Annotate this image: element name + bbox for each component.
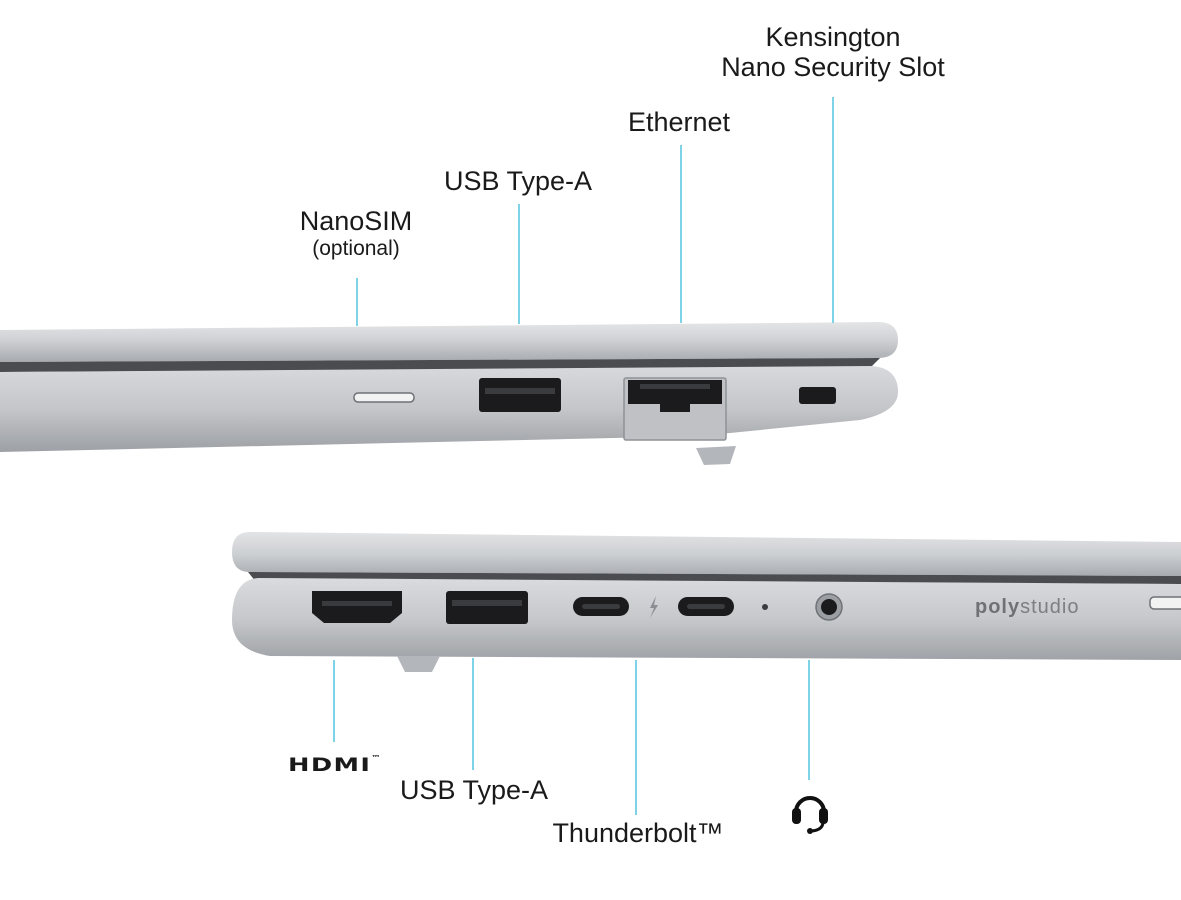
kensington-label: Kensington Nano Security Slot <box>700 22 966 82</box>
nanosim-leader-line <box>356 278 358 326</box>
usb-a-right-label: USB Type-A <box>443 166 593 196</box>
thunderbolt-label: Thunderbolt™ <box>552 818 724 848</box>
nanosim-label: NanoSIM (optional) <box>286 206 426 262</box>
status-led <box>762 604 768 610</box>
poly-studio-branding: polystudio <box>975 596 1080 619</box>
thunderbolt-bolt-icon <box>650 596 658 618</box>
usb-a-left-leader-line <box>472 658 474 770</box>
ethernet-leader-line <box>680 145 682 323</box>
poly-wordmark: poly <box>975 596 1021 618</box>
kensington-label-line2: Nano Security Slot <box>721 52 945 82</box>
laptop-right-side-view <box>0 322 898 465</box>
hdmi-logo: HDMI™ <box>288 754 382 776</box>
hdmi-port <box>312 591 402 623</box>
headset-icon <box>792 796 828 834</box>
nanosim-slot <box>353 392 415 403</box>
hdmi-logo-text: HDMI <box>288 754 372 776</box>
kensington-label-line1: Kensington <box>765 22 901 52</box>
thunderbolt-leader-line <box>635 660 637 815</box>
hdmi-leader-line <box>333 660 335 742</box>
nanosim-label-note: (optional) <box>312 237 400 260</box>
usb-a-port-left <box>446 591 528 624</box>
usb-a-right-leader-line <box>518 204 520 324</box>
usb-a-port-right <box>479 378 561 412</box>
nanosim-label-main: NanoSIM <box>299 206 413 236</box>
audio-leader-line <box>808 660 810 780</box>
studio-wordmark: studio <box>1020 596 1080 618</box>
kensington-leader-line <box>832 97 834 323</box>
ethernet-label: Ethernet <box>627 107 731 137</box>
laptop-left-side-view <box>232 532 1181 672</box>
kensington-slot <box>799 387 836 404</box>
hdmi-tm: ™ <box>371 754 383 762</box>
usb-a-left-label: USB Type-A <box>399 775 549 805</box>
